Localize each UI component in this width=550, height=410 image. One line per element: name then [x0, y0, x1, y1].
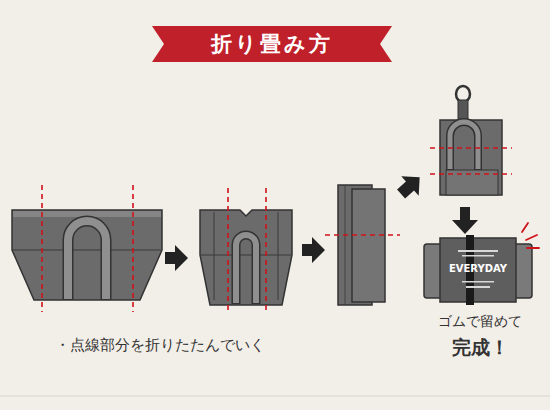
side-folded-bag: [200, 210, 292, 305]
sparkle-mark: [522, 223, 539, 248]
finish-note: 完成！: [420, 336, 540, 359]
title-text: 折り畳み方: [152, 26, 392, 62]
half-folded-bag: [440, 86, 502, 195]
finished-bundle: [424, 235, 532, 305]
fold-line: [42, 185, 133, 312]
folded-strip: [338, 185, 385, 305]
open-bag: [12, 210, 162, 300]
instruction-note: ・点線部分を折りたたんでいく: [55, 336, 315, 355]
bottom-rule: [0, 396, 550, 397]
step-arrow: [165, 245, 188, 271]
step-arrow: [392, 168, 428, 204]
fold-line: [325, 234, 400, 236]
fold-line: [228, 188, 266, 312]
title-banner: [152, 26, 392, 62]
fold-line: [430, 148, 512, 174]
product-print: EVERYDAY: [440, 262, 516, 276]
finish-note: ゴムで留めて: [420, 312, 540, 330]
step-arrow: [302, 237, 325, 263]
step-arrow: [452, 207, 478, 234]
